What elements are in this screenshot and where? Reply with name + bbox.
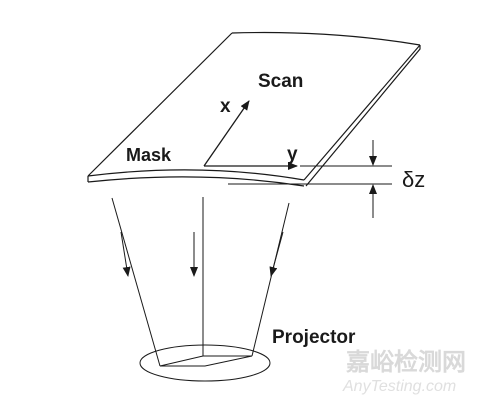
y-axis-label: y — [287, 144, 298, 165]
ray-right — [251, 202, 290, 357]
mask-sheet-top-edge — [231, 31, 421, 46]
watermark-chinese-text: 嘉峪检测网 — [346, 348, 466, 376]
mask-sheet-right-edge — [303, 44, 421, 181]
delta-z-dimension — [228, 140, 392, 218]
axes — [203, 100, 298, 170]
mask-sheet-front-edge — [87, 169, 305, 181]
projection-rays — [111, 197, 290, 367]
watermark: 嘉峪检测网 AnyTesting.com — [342, 348, 466, 395]
projector-lens — [139, 344, 271, 382]
mask-sheet-left-edge — [87, 32, 233, 177]
ray-left — [111, 197, 161, 367]
projector-lens-ellipse — [139, 344, 271, 382]
ray-right-arrow — [269, 231, 284, 277]
projector-label: Projector — [272, 327, 356, 348]
mask-label: Mask — [126, 145, 172, 165]
ray-left-arrow — [120, 231, 131, 277]
watermark-english-text: AnyTesting.com — [342, 378, 456, 395]
mask-sheet-underside — [87, 176, 305, 187]
x-axis-label: x — [220, 96, 231, 117]
projector-lens-footprint — [159, 355, 253, 367]
scan-label: Scan — [258, 71, 303, 92]
x-axis-arrow — [203, 100, 250, 167]
delta-z-label: δz — [402, 167, 425, 192]
mask-sheet — [87, 31, 421, 187]
mask-sheet-right-thickness — [305, 45, 421, 187]
